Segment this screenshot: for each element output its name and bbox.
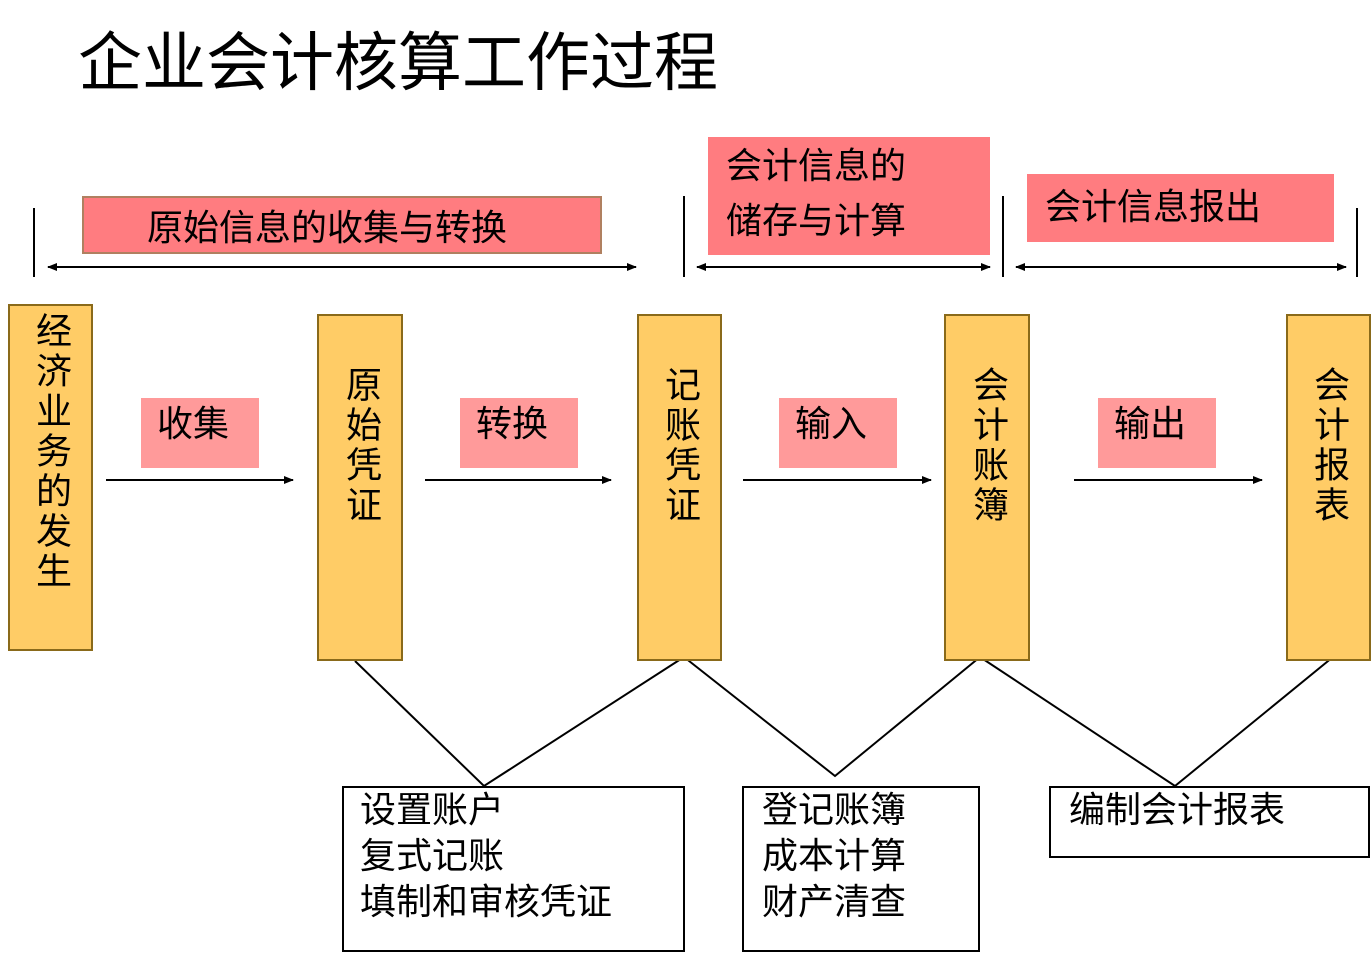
stage-bookkeeping-voucher: 记账凭证 bbox=[637, 314, 722, 661]
action-label-collect: 收集 bbox=[141, 398, 259, 468]
action-label-output: 输出 bbox=[1098, 398, 1216, 468]
method-connector bbox=[354, 656, 685, 788]
method-item: 复式记账 bbox=[360, 836, 505, 877]
method-item: 财产清查 bbox=[762, 882, 907, 923]
phase-banner-store-compute: 会计信息的 储存与计算 bbox=[708, 137, 990, 255]
method-box-reports: 编制会计报表 bbox=[1049, 786, 1370, 858]
method-box-vouchers: 设置账户 复式记账 填制和审核凭证 bbox=[342, 786, 685, 952]
action-label-input: 输入 bbox=[779, 398, 897, 468]
method-item: 设置账户 bbox=[360, 790, 505, 831]
phase-banner-label: 会计信息报出 bbox=[1045, 187, 1262, 228]
method-connector bbox=[979, 656, 1334, 788]
stage-original-voucher: 原始凭证 bbox=[317, 314, 403, 661]
method-connector bbox=[683, 656, 981, 778]
phase-banner-line: 储存与计算 bbox=[726, 201, 907, 242]
phase-banner-report: 会计信息报出 bbox=[1027, 174, 1334, 242]
method-item: 登记账簿 bbox=[762, 790, 907, 831]
method-item: 成本计算 bbox=[762, 836, 907, 877]
phase-banner-label: 原始信息的收集与转换 bbox=[146, 208, 507, 249]
phase-banner-collect-convert: 原始信息的收集与转换 bbox=[82, 196, 602, 254]
stage-account-books: 会计账簿 bbox=[944, 314, 1030, 661]
method-box-books: 登记账簿 成本计算 财产清查 bbox=[742, 786, 980, 952]
stage-economic-business: 经济业务的发生 bbox=[8, 304, 93, 651]
phase-banner-line: 会计信息的 bbox=[726, 146, 907, 187]
method-item: 填制和审核凭证 bbox=[360, 882, 613, 923]
action-label-convert: 转换 bbox=[460, 398, 578, 468]
method-item: 编制会计报表 bbox=[1069, 790, 1286, 831]
page-title: 企业会计核算工作过程 bbox=[78, 27, 718, 101]
stage-financial-statements: 会计报表 bbox=[1286, 314, 1371, 661]
